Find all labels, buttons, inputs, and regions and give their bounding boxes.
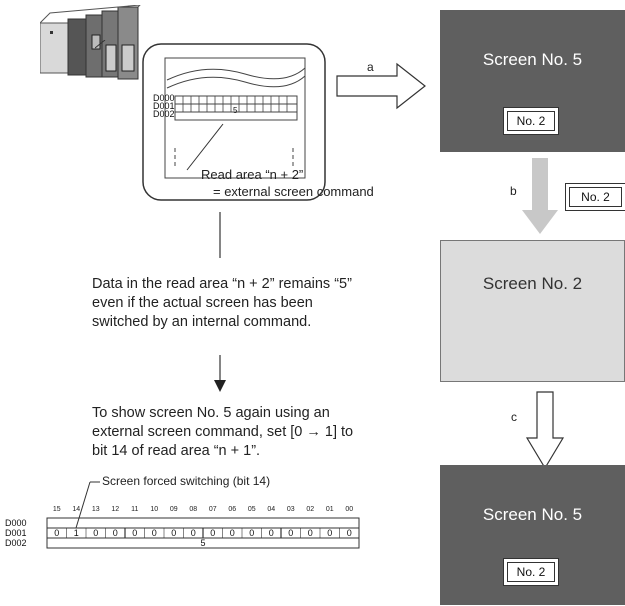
bit-label: 06 (228, 506, 236, 513)
callout-row-d001: D001 (153, 101, 175, 111)
screen-no5-top-title: Screen No. 5 (482, 50, 583, 69)
bit-label: 12 (111, 506, 119, 513)
bit-label: 08 (189, 506, 197, 513)
screen-no2-switch-button[interactable]: No. 2 (503, 107, 559, 135)
bit-label: 13 (92, 506, 100, 513)
screen-no2-switch-button-bottom[interactable]: No. 2 (503, 558, 559, 586)
bit-label: 01 (326, 506, 334, 513)
bit-label: 07 (209, 506, 217, 513)
note-external-command: To show screen No. 5 again using an exte… (92, 404, 412, 461)
note1-line2: even if the actual screen has been (92, 295, 313, 311)
bit-value: 0 (152, 528, 157, 538)
bit-label: 03 (287, 506, 295, 513)
bit-value: 0 (249, 528, 254, 538)
callout-label: Read area “n + 2” = external screen comm… (201, 166, 374, 200)
bit-value: 0 (288, 528, 293, 538)
memory-callout (95, 40, 326, 201)
screen-no5-bottom: Screen No. 5 No. 2 (440, 465, 625, 605)
callout-label-line1: Read area “n + 2” (201, 167, 304, 182)
bit-label: 00 (345, 506, 353, 513)
bit-label: 04 (267, 506, 275, 513)
callout-row-d002: D002 (153, 109, 175, 119)
bit-value: 0 (191, 528, 196, 538)
bit-value: 1 (74, 528, 79, 538)
screen-no5-top: Screen No. 5 No. 2 (440, 10, 625, 152)
left-flow-lines (214, 212, 226, 392)
note1-line3: switched by an internal command. (92, 314, 312, 330)
bit-value: 0 (269, 528, 274, 538)
bit-label: 15 (53, 506, 61, 513)
callout-row-d000: D000 (153, 93, 175, 103)
bit-annotation-leader (75, 481, 100, 529)
bit-row-label: D000 (5, 518, 27, 528)
bit-value: 0 (54, 528, 59, 538)
bit-label: 10 (150, 506, 158, 513)
bit-value: 0 (347, 528, 352, 538)
bit-annotation: Screen forced switching (bit 14) (102, 474, 271, 488)
bit-label: 09 (170, 506, 178, 513)
bit-label: 11 (131, 506, 138, 513)
floating-no2-button[interactable]: No. 2 (565, 183, 625, 211)
bit-label: 02 (306, 506, 314, 513)
arrow-b-label: b (510, 184, 517, 198)
bit-value: 0 (132, 528, 137, 538)
bit-label: 14 (72, 506, 80, 513)
note2-line2: external screen command, set [0 → 1] to (92, 424, 354, 440)
bit-value: 0 (93, 528, 98, 538)
arrow-b (522, 158, 558, 234)
screen-no2-title: Screen No. 2 (482, 274, 583, 293)
bit-value: 0 (308, 528, 313, 538)
callout-value: 5 (233, 106, 238, 115)
d002-value: 5 (200, 538, 205, 548)
callout-label-line2: = external screen command (213, 184, 374, 199)
screen-no5-bottom-title: Screen No. 5 (482, 505, 583, 524)
bit-table-frame (46, 517, 360, 549)
screen-no2: Screen No. 2 (440, 240, 625, 382)
note-read-area: Data in the read area “n + 2” remains “5… (92, 275, 392, 332)
note1-line1: Data in the read area “n + 2” remains “5… (92, 276, 352, 292)
arrow-c (525, 391, 565, 470)
note2-line3: bit 14 of read area “n + 1”. (92, 443, 261, 459)
arrow-c-label: c (511, 410, 517, 424)
bit-row-label: D001 (5, 528, 27, 538)
arrow-a-label: a (367, 60, 374, 74)
note2-line1: To show screen No. 5 again using an (92, 405, 330, 421)
bit-value: 0 (113, 528, 118, 538)
bit-value: 0 (230, 528, 235, 538)
plc-illustration (40, 5, 141, 80)
bit-value: 0 (210, 528, 215, 538)
bit-label: 05 (248, 506, 256, 513)
bit-value: 0 (171, 528, 176, 538)
arrow-a (336, 62, 426, 110)
bit-row-label: D002 (5, 538, 27, 548)
bit-value: 0 (327, 528, 332, 538)
